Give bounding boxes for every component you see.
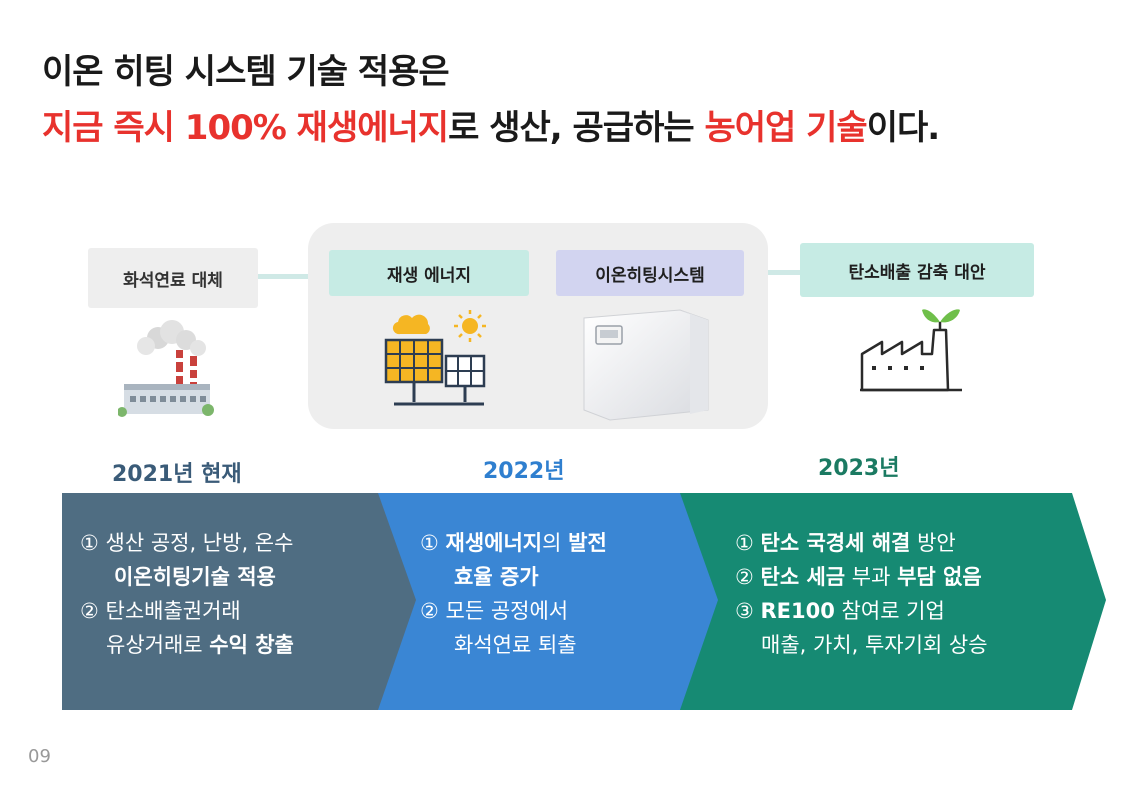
- label-fossil-replacement: 화석연료 대체: [88, 248, 258, 308]
- year-2022: 2022년: [483, 459, 565, 484]
- step-3-highlight-b: 탄소 세금: [760, 565, 846, 589]
- step-1-line-4: 유상거래로 수익 창출: [80, 628, 294, 662]
- step-2-line-4: 화석연료 퇴출: [454, 633, 577, 657]
- step-2-particle: 의: [542, 531, 569, 555]
- connector-right: [744, 270, 802, 275]
- step-3-num-3: ③: [735, 599, 761, 623]
- label-ion-heating-system: 이온히팅시스템: [556, 250, 744, 296]
- step-3-text-c: 참여로 기업: [834, 599, 945, 623]
- step-3-highlight-c: 부담 없음: [897, 565, 982, 589]
- year-2023: 2023년: [818, 456, 900, 481]
- eco-factory-icon: [860, 309, 962, 392]
- step-1-line-3: ② 탄소배출권거래: [80, 599, 241, 623]
- headline-highlight-agri: 농어업 기술: [704, 108, 867, 148]
- ion-heater-unit-icon: [583, 309, 709, 421]
- step-2-line-2: 효율 증가: [420, 560, 607, 594]
- step-3-line-1: ① 탄소 국경세 해결 방안: [735, 526, 988, 560]
- step-3-highlight-d: RE100: [760, 599, 835, 623]
- page-number: 09: [28, 746, 51, 767]
- step-2-line-1: ① 재생에너지의 발전: [420, 526, 607, 560]
- step-1-highlight: 이온히팅기술 적용: [114, 565, 276, 589]
- step-3-text: ① 탄소 국경세 해결 방안 ② 탄소 세금 부과 부담 없음 ③ RE100 …: [735, 526, 988, 662]
- solar-panel-icon: [384, 310, 486, 406]
- step-3-num-1: ①: [735, 531, 761, 555]
- factory-smoke-icon: [118, 320, 214, 417]
- step-1-line-1: ① 생산 공정, 난방, 온수: [80, 531, 294, 555]
- headline-line-2: 지금 즉시 100% 재생에너지로 생산, 공급하는 농어업 기술이다.: [42, 100, 940, 149]
- step-1-line-4-text: 유상거래로: [106, 633, 210, 657]
- step-2-num: ①: [420, 531, 446, 555]
- chevron-step-1: [62, 493, 416, 710]
- step-3-text-a: 방안: [910, 531, 956, 555]
- step-1-line-4-highlight: 수익 창출: [209, 633, 294, 657]
- step-3-line-2: ② 탄소 세금 부과 부담 없음: [735, 560, 988, 594]
- step-2-text: ① 재생에너지의 발전 효율 증가 ② 모든 공정에서 화석연료 퇴출: [420, 526, 607, 662]
- step-2-highlight-c: 효율 증가: [454, 565, 539, 589]
- step-3-line-4: 매출, 가치, 투자기회 상승: [761, 633, 988, 657]
- chevron-step-3: [660, 493, 1106, 710]
- step-2-highlight-a: 재생에너지: [445, 531, 543, 555]
- connector-left: [258, 274, 330, 279]
- step-2-line-3: ② 모든 공정에서: [420, 599, 569, 623]
- step-2-highlight-b: 발전: [568, 531, 607, 555]
- step-3-num-2: ②: [735, 565, 761, 589]
- headline-text-end: 이다.: [866, 108, 940, 148]
- step-3-text-b: 부과: [845, 565, 898, 589]
- label-carbon-reduction: 탄소배출 감축 대안: [800, 243, 1034, 297]
- headline-text: 로 생산, 공급하는: [448, 108, 705, 148]
- step-1-text: ① 생산 공정, 난방, 온수 이온히팅기술 적용 ② 탄소배출권거래 유상거래…: [80, 526, 294, 662]
- year-2021-current: 2021년 현재: [112, 462, 242, 487]
- chevron-step-2: [340, 493, 718, 710]
- step-3-line-3: ③ RE100 참여로 기업: [735, 594, 988, 628]
- label-renewable-energy: 재생 에너지: [329, 250, 529, 296]
- step-1-line-2: 이온히팅기술 적용: [80, 560, 294, 594]
- step-3-highlight-a: 탄소 국경세 해결: [760, 531, 911, 555]
- headline-highlight-renewable: 지금 즉시 100% 재생에너지: [42, 108, 449, 148]
- headline-line-1: 이온 히팅 시스템 기술 적용은: [42, 52, 450, 92]
